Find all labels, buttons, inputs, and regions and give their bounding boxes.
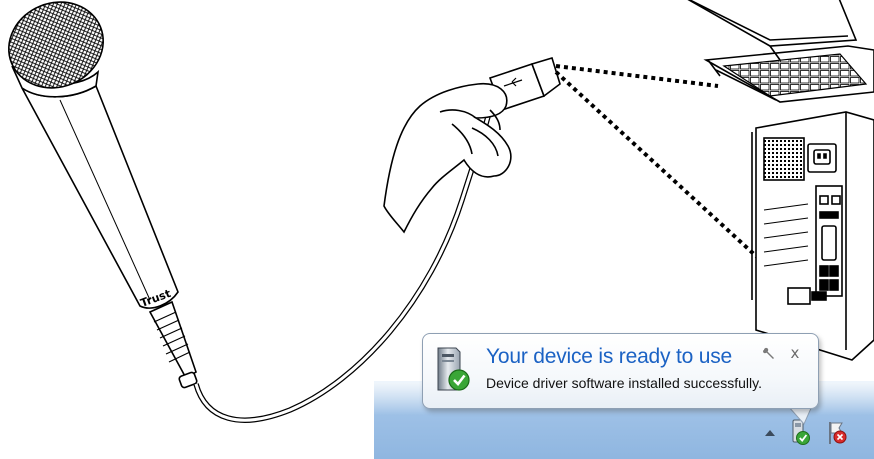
show-hidden-icons-chevron-icon[interactable]: [764, 428, 776, 438]
desktop-computer-illustration: [752, 112, 874, 360]
laptop-illustration: [682, 0, 874, 102]
notification-close-button[interactable]: x: [787, 345, 803, 361]
action-center-flag-icon[interactable]: [826, 420, 848, 446]
notification-options-wrench-icon[interactable]: [762, 347, 776, 361]
notification-message: Device driver software installed success…: [486, 374, 762, 392]
hand-holding-usb-plug-illustration: [384, 58, 560, 232]
notification-title: Your device is ready to use: [486, 345, 732, 369]
microphone-illustration: Trust: [0, 0, 198, 388]
device-installed-icon: [432, 346, 474, 394]
